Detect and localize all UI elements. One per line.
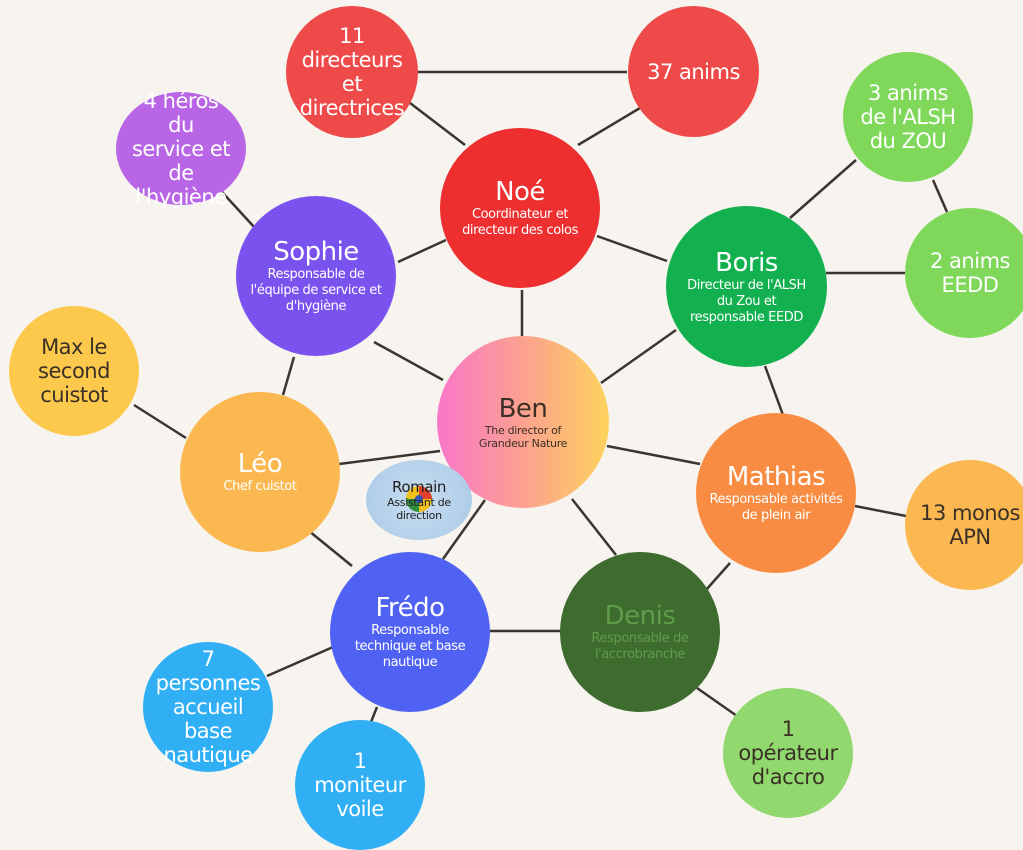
person-role: Responsable de (591, 631, 689, 646)
edge-boris-ben (600, 328, 677, 385)
node-ben: Ben The director of Grandeur Nature (437, 336, 609, 508)
node-3-anims-alsh: 3 anims de l'ALSH du ZOU (843, 52, 973, 182)
node-fredo: Frédo Responsable technique et base naut… (330, 552, 490, 712)
edge-anims-alsh-anims-eedd (931, 179, 949, 213)
person-role: l'accrobranche (594, 647, 686, 662)
node-text: 1 moniteur (314, 749, 406, 797)
edge-leo-fredo (308, 530, 353, 567)
edge-mathias-denis (705, 562, 731, 591)
person-role: Coordinateur et (471, 207, 569, 222)
romain-avatar-icon (406, 486, 432, 512)
node-4-heros: 4 héros du service et de l'hygiène (116, 88, 246, 209)
node-text: EEDD (941, 273, 999, 297)
person-role: directeur des colos (462, 223, 578, 238)
node-text: second (38, 359, 110, 383)
person-role: Chef cuistot (223, 479, 297, 494)
node-text: 1 opérateur (738, 717, 838, 765)
edge-anims37-noe (577, 106, 641, 147)
node-boris: Boris Directeur de l'ALSH du Zou et resp… (666, 206, 827, 367)
person-name: Sophie (273, 237, 359, 267)
node-max: Max le second cuistot (9, 306, 139, 436)
edge-fredo-accueil (266, 645, 334, 678)
node-leo: Léo Chef cuistot (180, 392, 340, 552)
person-role: nautique (382, 655, 438, 670)
person-name: Noé (495, 177, 545, 207)
edge-denis-operateur (696, 686, 738, 718)
node-text: 2 anims (930, 249, 1010, 273)
person-role: The director of (484, 424, 562, 437)
person-name: Ben (498, 394, 548, 424)
node-11-directeurs: 11 directeurs et directrices (286, 6, 418, 138)
node-text: l'hygiène (135, 184, 227, 209)
node-text: 37 anims (647, 59, 740, 84)
node-1-moniteur: 1 moniteur voile (295, 720, 425, 850)
edge-noe-sophie (397, 238, 447, 264)
edge-mathias-monos (854, 504, 907, 518)
node-text: d'accro (751, 765, 825, 789)
node-1-operateur: 1 opérateur d'accro (723, 688, 853, 818)
edge-noe-boris (596, 234, 668, 263)
person-role: Responsable (371, 623, 449, 638)
edge-sophie-leo (281, 356, 296, 396)
person-role: direction (396, 508, 442, 522)
node-text: cuistot (40, 383, 108, 407)
node-text: 3 anims (868, 81, 948, 105)
node-text: 7 personnes (155, 647, 261, 695)
edge-fredo-moniteur (369, 706, 379, 723)
node-text: Max le (41, 335, 107, 359)
person-role: du Zou et (716, 293, 777, 309)
person-role: Directeur de l'ALSH (687, 277, 806, 293)
node-13-monos: 13 monos APN (905, 460, 1023, 590)
node-text: service et de (131, 136, 231, 185)
node-text: 11 directeurs (301, 24, 403, 72)
edge-boris-mathias (763, 365, 785, 416)
person-role: l'équipe de service et (250, 283, 382, 298)
person-role: Responsable de (267, 267, 365, 282)
edge-ben-fredo (441, 499, 487, 560)
node-37-anims: 37 anims (628, 6, 759, 137)
node-text: accueil base (172, 695, 244, 743)
node-romain: Romain Assistant de direction (366, 460, 472, 540)
node-mathias: Mathias Responsable activités de plein a… (696, 413, 856, 573)
person-role: Grandeur Nature (478, 437, 568, 450)
person-name: Mathias (726, 462, 826, 492)
node-2-anims-eedd: 2 anims EEDD (905, 208, 1023, 338)
person-name: Romain (391, 477, 446, 496)
edge-sophie-ben (373, 340, 444, 382)
person-role: Responsable activités (709, 492, 843, 507)
edge-boris-anims-alsh (789, 159, 857, 219)
node-text: de l'ALSH (860, 105, 956, 129)
node-text: APN (949, 525, 991, 549)
person-role: de plein air (741, 508, 811, 523)
node-denis: Denis Responsable de l'accrobranche (560, 552, 720, 712)
node-text: voile (336, 797, 384, 821)
node-sophie: Sophie Responsable de l'équipe de servic… (236, 196, 396, 356)
edge-leo-ben (338, 449, 441, 466)
node-text: du ZOU (869, 129, 947, 153)
node-text: 4 héros du (143, 88, 219, 137)
edge-max-leo (133, 403, 187, 440)
node-7-personnes: 7 personnes accueil base nautique (143, 642, 273, 772)
edge-ben-denis (571, 498, 617, 556)
person-role: technique et base (354, 639, 466, 654)
person-role: d'hygiène (285, 299, 347, 314)
edge-ben-mathias (606, 444, 701, 466)
node-text: directrices (299, 96, 405, 120)
node-text: 13 monos (920, 501, 1020, 525)
edge-heros-sophie (221, 191, 256, 229)
person-name: Frédo (375, 593, 445, 623)
person-name: Léo (237, 449, 283, 479)
person-name: Denis (604, 601, 676, 631)
person-name: Boris (715, 247, 778, 278)
node-text: et (341, 72, 363, 96)
person-role: responsable EEDD (689, 309, 804, 325)
edge-directeurs-noe (409, 102, 466, 146)
node-text: nautique (163, 743, 253, 767)
node-noe: Noé Coordinateur et directeur des colos (440, 128, 600, 288)
person-role: Assistant de (387, 495, 451, 509)
